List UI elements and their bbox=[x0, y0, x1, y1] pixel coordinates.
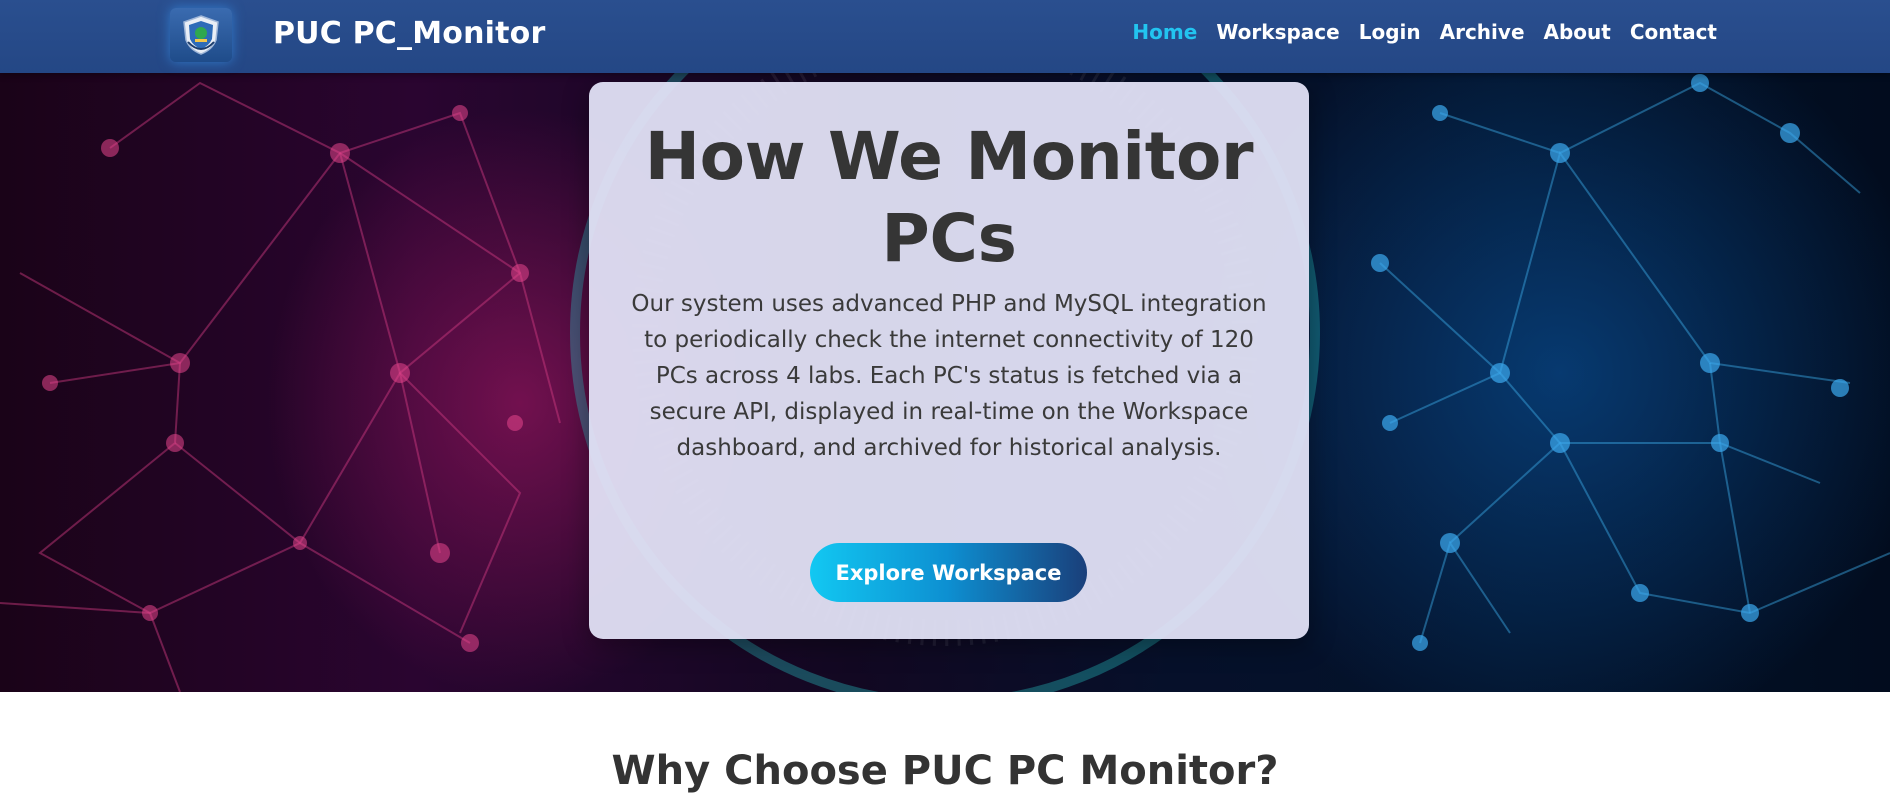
hero-card: How We Monitor PCs Our system uses advan… bbox=[589, 82, 1309, 639]
top-navbar: PUC PC_Monitor Home Workspace Login Arch… bbox=[0, 0, 1890, 73]
nav-link-home[interactable]: Home bbox=[1132, 20, 1198, 44]
nav-link-contact[interactable]: Contact bbox=[1629, 20, 1717, 44]
why-choose-heading: Why Choose PUC PC Monitor? bbox=[611, 748, 1279, 794]
nav-link-about[interactable]: About bbox=[1543, 20, 1611, 44]
nav-link-login[interactable]: Login bbox=[1358, 20, 1421, 44]
nav-link-workspace[interactable]: Workspace bbox=[1216, 20, 1340, 44]
nav-link-archive[interactable]: Archive bbox=[1439, 20, 1525, 44]
nav-menu: Home Workspace Login Archive About Conta… bbox=[1132, 18, 1717, 46]
hero-title: How We Monitor PCs bbox=[644, 118, 1254, 277]
university-crest-icon[interactable] bbox=[170, 8, 232, 62]
brand-title[interactable]: PUC PC_Monitor bbox=[273, 16, 546, 51]
explore-workspace-button[interactable]: Explore Workspace bbox=[810, 543, 1087, 602]
hero-description: Our system uses advanced PHP and MySQL i… bbox=[631, 291, 1267, 461]
